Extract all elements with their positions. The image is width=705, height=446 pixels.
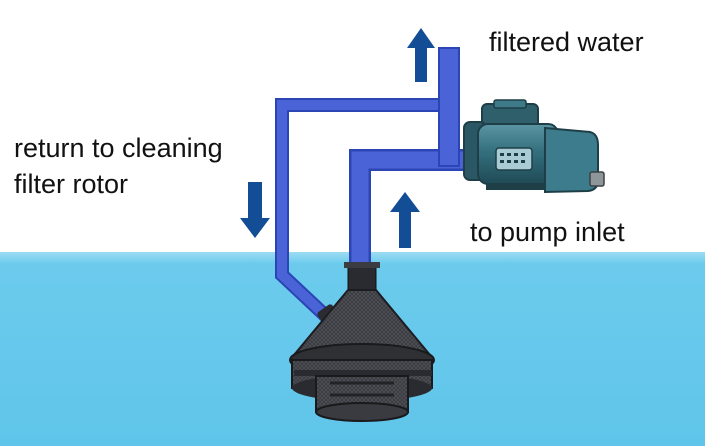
return-to-cleaning-label: return to cleaning filter rotor xyxy=(14,130,223,202)
arrow-up-filtered xyxy=(407,28,435,82)
pump-inlet-label: to pump inlet xyxy=(470,217,625,247)
return-label-line-2: filter rotor xyxy=(14,169,129,199)
arrow-up-pump-inlet xyxy=(390,192,420,248)
arrow-down-return xyxy=(240,182,270,238)
pump xyxy=(463,99,605,194)
filtered-water-label: filtered water xyxy=(489,27,644,57)
outlet-pipe xyxy=(438,47,460,167)
return-label-line-1: return to cleaning xyxy=(14,133,223,163)
filter-unit xyxy=(289,262,435,422)
